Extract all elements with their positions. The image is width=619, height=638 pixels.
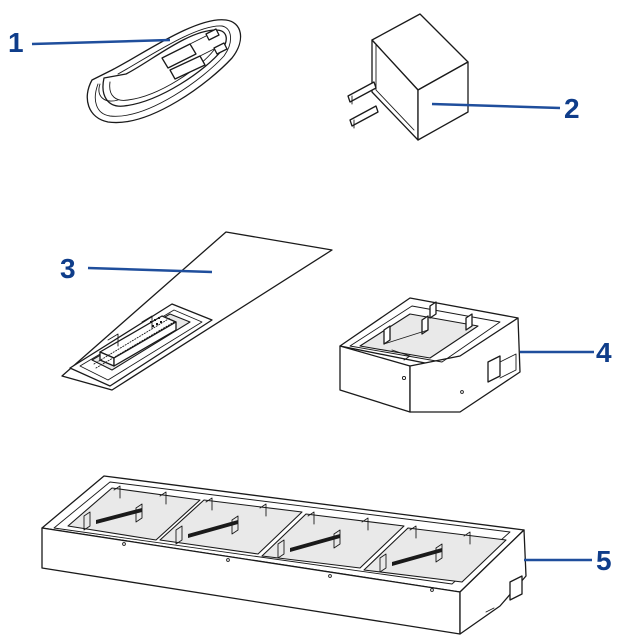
mount-grip-pattern [150, 317, 162, 327]
callout-1-leader [31, 38, 171, 46]
wall-adapter-illustration [347, 13, 469, 141]
callout-5-number: 5 [596, 545, 612, 576]
callout-3-leader [87, 266, 213, 274]
charging-bay-1 [67, 485, 201, 546]
callout-3-number: 3 [60, 253, 76, 284]
callout-4-number: 4 [596, 337, 612, 368]
callout-2-leader [431, 102, 561, 110]
adhesive-mount-sheet-illustration [61, 231, 333, 391]
charging-bay-4 [363, 525, 507, 592]
charging-bay-3 [261, 511, 405, 578]
charging-bay-2 [159, 497, 303, 562]
multi-charger-illustration [41, 475, 527, 635]
callout-1-number: 1 [8, 27, 24, 58]
usb-cable-illustration [86, 19, 242, 124]
callout-2-number: 2 [564, 93, 580, 124]
single-charger-illustration [339, 297, 521, 413]
